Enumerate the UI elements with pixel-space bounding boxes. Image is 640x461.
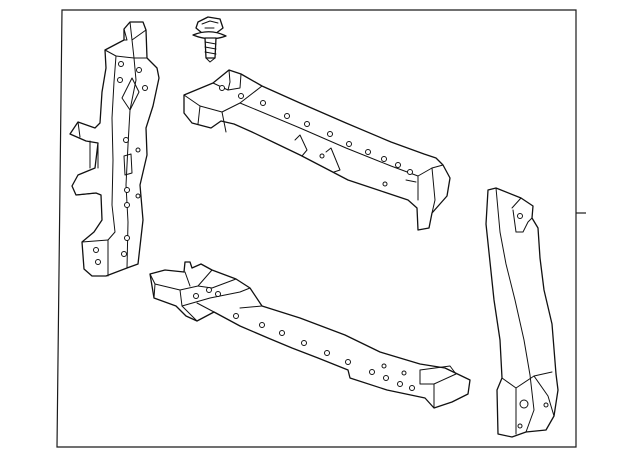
diagram-frame <box>56 9 586 448</box>
lower-tie-bar-icon <box>149 261 471 409</box>
upper-tie-bar-icon <box>183 69 451 231</box>
right-side-support-icon <box>485 187 559 438</box>
left-side-support-icon <box>69 21 160 277</box>
bolt-icon <box>192 16 227 63</box>
